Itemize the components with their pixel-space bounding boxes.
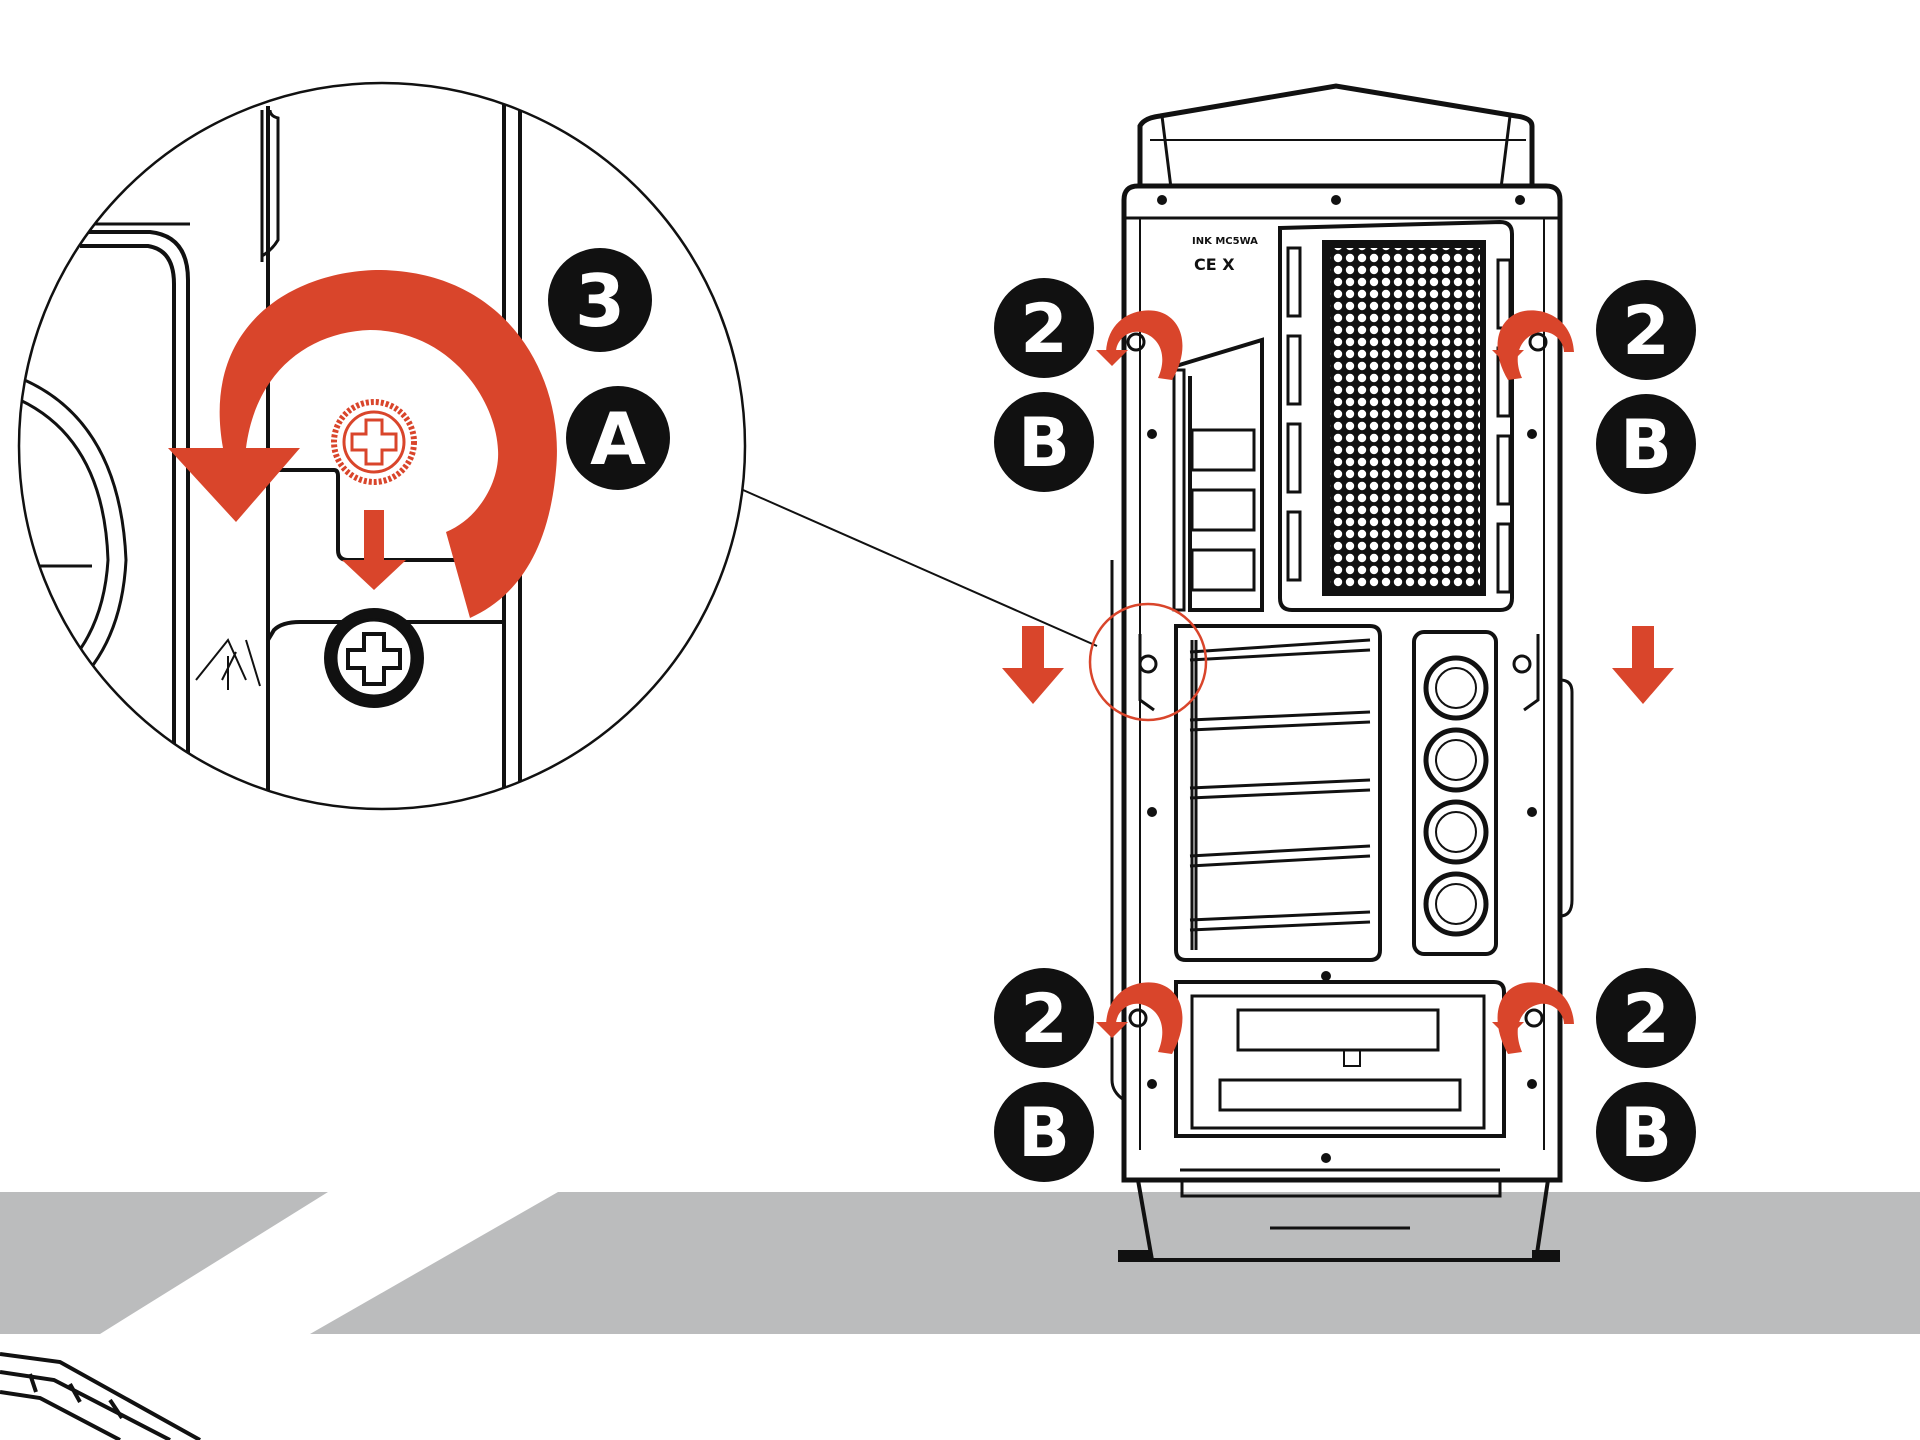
step-badge-top-right: 2 <box>1596 280 1696 380</box>
letter-badge-a: A <box>566 386 670 490</box>
case-corner-fragment <box>0 1352 201 1440</box>
thumbscrew-icon <box>324 608 424 708</box>
case-label-2: CE X <box>1194 255 1235 274</box>
letter-badge-top-right-text: B <box>1620 406 1672 485</box>
zoom-detail-circle: 3 A <box>17 81 747 811</box>
letter-badge-bottom-left: B <box>994 1082 1094 1182</box>
pc-case-rear: INK MC5WA CE X <box>1110 83 1574 1262</box>
rotate-arrow <box>219 270 557 618</box>
zoom-leader-line <box>733 485 1098 647</box>
side-thumbscrews <box>1126 332 1548 1028</box>
latch-highlight-circle <box>1088 602 1208 722</box>
step-badge-bottom-left: 2 <box>994 968 1094 1068</box>
screw-loosened-icon <box>331 399 417 485</box>
expansion-slots <box>1189 638 1371 950</box>
letter-badge-bottom-left-text: B <box>1018 1094 1070 1173</box>
step-badge-bottom-right-text: 2 <box>1622 980 1669 1059</box>
step-badge-bottom-right: 2 <box>1596 968 1696 1068</box>
rotate-arrows-corners <box>1096 310 1574 1054</box>
slide-down-arrows <box>1002 626 1674 704</box>
floor-band <box>0 1192 1920 1334</box>
letter-badge-bottom-right-text: B <box>1620 1094 1672 1173</box>
case-label-1: INK MC5WA <box>1192 236 1258 247</box>
step-badge-bottom-left-text: 2 <box>1020 980 1067 1059</box>
step-badge-3: 3 <box>548 248 652 352</box>
step-badge-top-right-text: 2 <box>1622 292 1669 371</box>
fan-grille-pattern <box>1330 248 1480 588</box>
rear-fan-ports <box>1423 655 1489 937</box>
letter-badge-top-left: B <box>994 392 1094 492</box>
case-screws <box>1147 195 1537 1163</box>
letter-badge-top-left-text: B <box>1018 404 1070 483</box>
slide-down-arrow <box>342 510 406 590</box>
step-badge-3-text: 3 <box>575 259 625 343</box>
letter-badge-top-right: B <box>1596 394 1696 494</box>
letter-badge-a-text: A <box>590 397 646 481</box>
rotate-arrow-head <box>168 448 300 522</box>
letter-badge-bottom-right: B <box>1596 1082 1696 1182</box>
step-badge-top-left-text: 2 <box>1020 290 1067 369</box>
step-badge-top-left: 2 <box>994 278 1094 378</box>
